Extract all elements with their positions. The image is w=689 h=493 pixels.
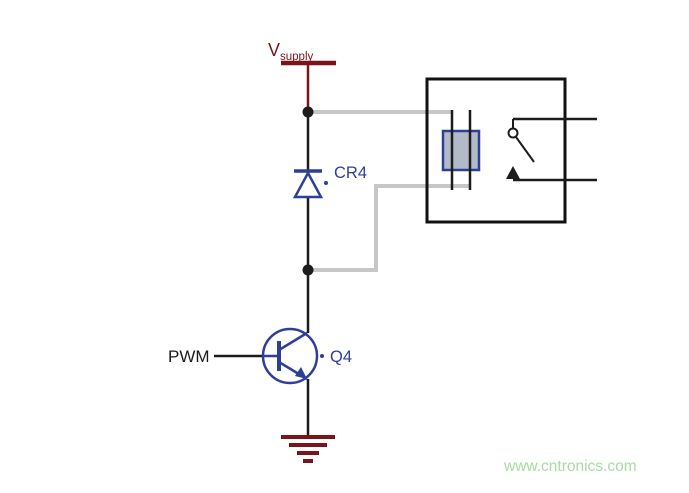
transistor-collector-lead <box>278 331 308 352</box>
transistor-emitter-arrow-icon <box>295 367 307 379</box>
transistor-ref-label: Q4 <box>330 348 352 366</box>
top-junction-dot <box>302 106 314 118</box>
relay-coil-icon <box>441 129 481 172</box>
relay-contact-arrow-icon <box>506 166 520 179</box>
diode-ref-label: CR4 <box>334 164 367 182</box>
transistor-ref-dot <box>320 354 324 358</box>
relay-contact-pivot-icon <box>507 127 519 139</box>
watermark-text: www.cntronics.com <box>503 458 637 475</box>
flyback-diode-icon <box>292 170 324 199</box>
supply-label-sub: supply <box>280 51 313 63</box>
relay-body-outline <box>425 77 567 224</box>
ground-symbol-icon <box>281 435 335 463</box>
relay-contact-blade <box>515 136 535 163</box>
supply-label-main: V <box>268 40 280 60</box>
supply-label: Vsupply <box>268 40 314 63</box>
relay-coil-bottom-wire <box>308 184 470 272</box>
diode-ref-dot <box>324 181 328 185</box>
pwm-input-label: PWM <box>168 347 210 366</box>
